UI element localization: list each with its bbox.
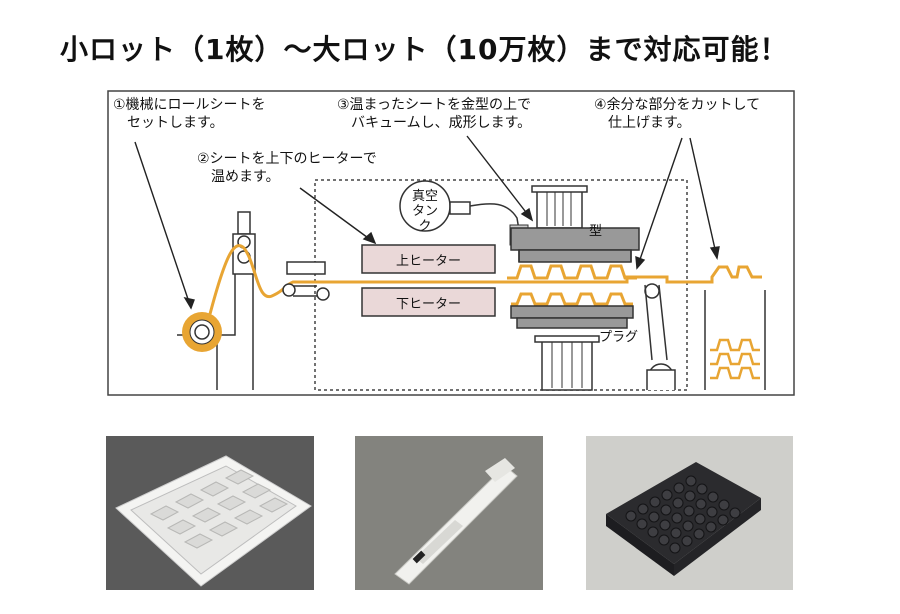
step-4-note: ④余分な部分をカットして 仕上げます。	[594, 96, 760, 132]
vacuum-forming-diagram: ①機械にロールシートを セットします。 ②シートを上下のヒーターで 温めます。 …	[107, 90, 795, 396]
mold-label: 型	[589, 224, 603, 239]
step-3-line-1: ③温まったシートを金型の上で	[337, 97, 531, 113]
page-title: 小ロット（1枚）～大ロット（10万枚）まで対応可能！	[60, 33, 789, 66]
lower-heater	[361, 287, 496, 317]
callout-arrows	[134, 135, 720, 310]
guide-rollers	[282, 261, 660, 301]
plug-top-sheet	[511, 292, 633, 306]
upper-heater-label: 上ヒーター	[395, 254, 461, 269]
photo-black-rubber-pad	[586, 436, 793, 590]
plug-label: プラグ	[599, 330, 639, 345]
step-1-line-1: ①機械にロールシートを	[113, 97, 266, 113]
step-3-line-2: バキュームし、成形します。	[337, 115, 532, 131]
photo-white-holder	[355, 436, 543, 590]
plug-press	[510, 292, 634, 391]
black-rubber-pad-photo	[586, 436, 793, 590]
step-2-line-2: 温めます。	[197, 169, 280, 185]
vacuum-tank-label-line-2: タンク	[411, 204, 438, 234]
photo-white-tray	[106, 436, 314, 590]
sheet-roll	[182, 312, 222, 352]
step-1-line-2: セットします。	[113, 115, 224, 131]
upper-heater	[361, 244, 496, 274]
cutter-arm	[644, 284, 676, 390]
step-1-note: ①機械にロールシートを セットします。	[113, 96, 266, 132]
formed-sheet	[507, 264, 637, 280]
vacuum-tank-label-line-1: 真空	[411, 189, 438, 204]
white-vacuum-formed-tray-photo	[106, 436, 314, 590]
step-4-line-1: ④余分な部分をカットして	[594, 97, 761, 113]
white-plastic-holder-photo	[355, 436, 543, 590]
diagram-drawing	[107, 90, 795, 396]
lower-heater-label: 下ヒーター	[395, 297, 461, 312]
step-4-line-2: 仕上げます。	[594, 115, 691, 131]
step-3-note: ③温まったシートを金型の上で バキュームし、成形します。	[337, 96, 531, 132]
step-2-note: ②シートを上下のヒーターで 温めます。	[197, 150, 377, 186]
finished-parts-box	[704, 290, 766, 390]
step-2-line-1: ②シートを上下のヒーターで	[197, 151, 377, 167]
vacuum-tank-label: 真空 タンク	[407, 189, 443, 234]
mold-press	[510, 185, 640, 263]
plastic-sheet	[208, 244, 762, 315]
